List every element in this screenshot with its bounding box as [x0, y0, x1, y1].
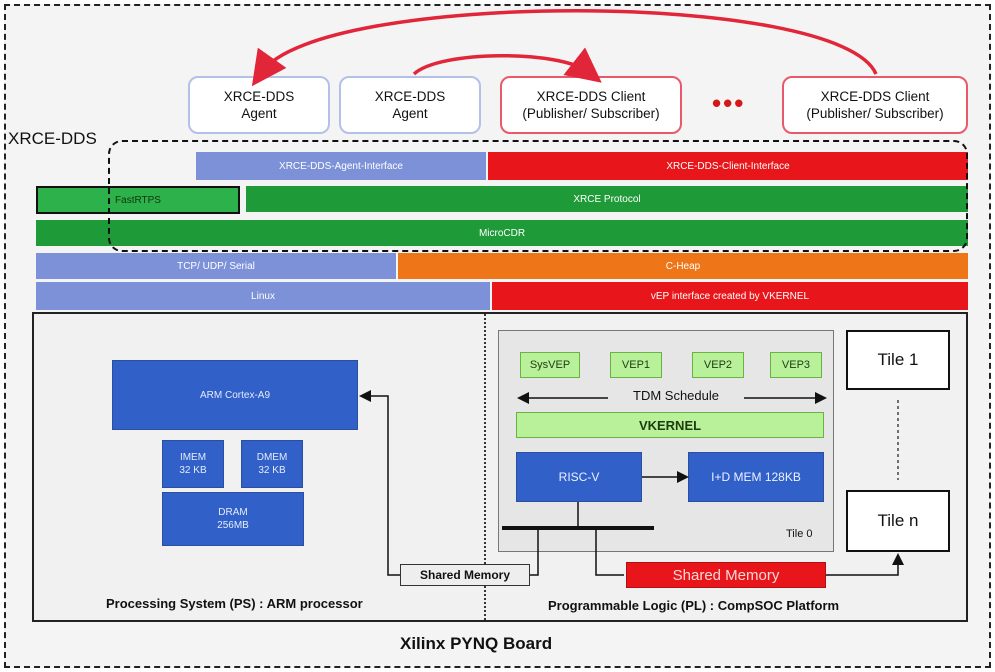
chip-label: 32 KB [179, 465, 207, 476]
node-line: (Publisher/ Subscriber) [522, 106, 660, 121]
vep-interface-layer: vEP interface created by VKERNEL [492, 282, 968, 310]
xrce-dds-label: XRCE-DDS [8, 129, 97, 148]
imem-block: IMEM 32 KB [162, 440, 224, 488]
xrce-dds-region [108, 140, 968, 252]
node-line: Agent [241, 106, 277, 121]
agent-interface-layer: XRCE-DDS-Agent-Interface [196, 152, 486, 180]
risc-v-block: RISC-V [516, 452, 642, 502]
node-line: XRCE-DDS Client [820, 89, 930, 104]
tile-0-label: Tile 0 [786, 528, 813, 540]
chip-label: DMEM [256, 452, 288, 463]
tcp-udp-serial-layer: TCP/ UDP/ Serial [36, 253, 396, 279]
node-line: XRCE-DDS [223, 89, 295, 104]
client-interface-layer: XRCE-DDS-Client-Interface [488, 152, 968, 180]
vep-block-sysvep: SysVEP [520, 352, 580, 378]
bus-to-pl-shared [595, 528, 624, 576]
xrce-dds-agent-node-2: XRCE-DDS Agent [339, 76, 481, 134]
node-line: Agent [392, 106, 428, 121]
ps-shared-to-arm [359, 390, 400, 576]
arc-client2-agent1 [251, 9, 878, 87]
microcdr-layer: MicroCDR [36, 220, 968, 246]
c-heap-layer: C-Heap [398, 253, 968, 279]
vkernel-block: VKERNEL [516, 412, 824, 438]
board-title: Xilinx PYNQ Board [400, 634, 553, 653]
bus-to-ps-shared [530, 528, 539, 576]
vep-block-vep2: VEP2 [692, 352, 744, 378]
chip-label: 32 KB [258, 465, 286, 476]
pl-caption: Programmable Logic (PL) : CompSOC Platfo… [548, 598, 840, 613]
fastrtps-layer: FastRTPS [36, 186, 240, 214]
xrce-dds-client-node-2: XRCE-DDS Client (Publisher/ Subscriber) [782, 76, 968, 134]
arm-cortex-a9-block: ARM Cortex-A9 [112, 360, 358, 430]
node-line: XRCE-DDS Client [536, 89, 646, 104]
vep-block-vep1: VEP1 [610, 352, 662, 378]
arc-agent2-client1 [412, 47, 602, 83]
tile-1-box: Tile 1 [846, 330, 950, 390]
dmem-block: DMEM 32 KB [241, 440, 303, 488]
chip-label: IMEM [179, 452, 207, 463]
linux-layer: Linux [36, 282, 490, 310]
node-line: XRCE-DDS [374, 89, 446, 104]
xrce-protocol-layer: XRCE Protocol [246, 186, 968, 212]
ellipsis-dots: ••• [712, 88, 746, 118]
vep-block-vep3: VEP3 [770, 352, 822, 378]
pl-shared-memory: Shared Memory [626, 562, 826, 588]
pl-shared-to-tilen [826, 553, 904, 576]
ps-caption: Processing System (PS) : ARM processor [106, 596, 363, 611]
node-line: (Publisher/ Subscriber) [806, 106, 944, 121]
tdm-schedule-label: TDM Schedule [633, 388, 719, 403]
ps-shared-memory: Shared Memory [400, 564, 530, 586]
tile-n-box: Tile n [846, 490, 950, 552]
chip-label: DRAM [218, 507, 248, 518]
id-mem-block: I+D MEM 128KB [688, 452, 824, 502]
chip-label: ARM Cortex-A9 [199, 389, 270, 401]
chip-label: 256MB [217, 520, 249, 531]
dram-block: DRAM 256MB [162, 492, 304, 546]
ps-pl-divider [484, 314, 486, 620]
